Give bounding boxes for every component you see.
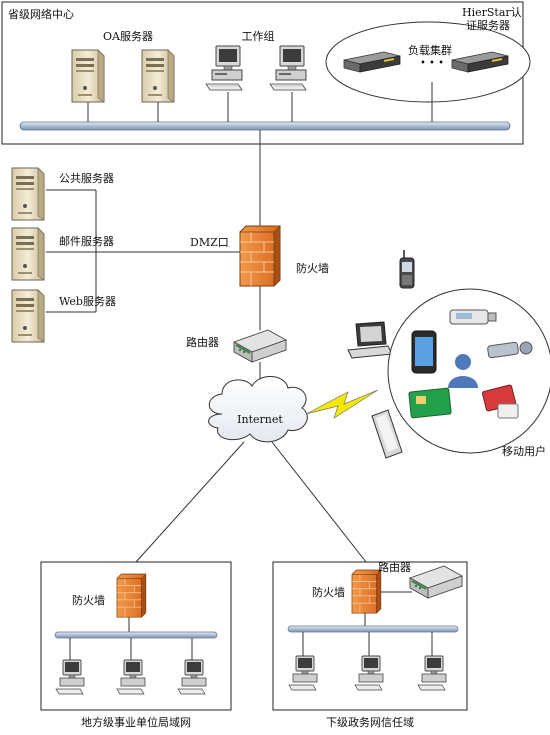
hierstar-label-line1: HierStar认 — [462, 6, 522, 19]
oa-server-2 — [141, 49, 175, 122]
load-cluster-ellipse — [325, 21, 531, 103]
lower-gov-firewall-label: 防火墙 — [312, 586, 345, 599]
internet-to-lower-gov — [271, 441, 367, 563]
local-lan-caption: 地方级事业单位局域网 — [81, 716, 191, 729]
mobile-phone-icon — [399, 250, 415, 289]
oa-server-1 — [71, 49, 105, 122]
core-firewall-label: 防火墙 — [296, 262, 329, 275]
web-server — [11, 289, 45, 343]
mobile-user-label: 移动用户 — [502, 445, 546, 458]
internet-to-local-lan — [135, 441, 245, 563]
lower-gov-router — [409, 565, 463, 599]
wireless-link-bolt — [305, 389, 379, 419]
workgroup-pc-1 — [205, 45, 243, 122]
core-firewall — [239, 225, 281, 287]
core-router-label: 路由器 — [186, 336, 219, 349]
web-server-label: Web服务器 — [59, 295, 116, 308]
laptop-icon — [347, 321, 393, 359]
center-title: 省级网络中心 — [8, 8, 74, 21]
tablet-icon — [371, 409, 403, 459]
workgroup-pc-2 — [269, 45, 307, 122]
lower-gov-pc-3 — [417, 632, 447, 691]
local-lan-pc-3 — [177, 638, 207, 695]
internet-label: Internet — [237, 413, 283, 426]
lower-gov-pc-1 — [288, 632, 318, 691]
core-router — [233, 329, 287, 363]
local-lan-pc-1 — [55, 638, 85, 695]
local-lan-box — [40, 561, 232, 711]
workgroup-label: 工作组 — [241, 30, 275, 43]
smartphone-icon — [411, 330, 437, 374]
public-server-label: 公共服务器 — [59, 172, 114, 185]
lower-gov-caption: 下级政务网信任域 — [326, 716, 414, 729]
mail-server-label: 邮件服务器 — [59, 235, 114, 248]
local-lan-firewall — [116, 573, 147, 618]
lower-gov-bus — [287, 625, 459, 633]
hierstar-label-line2: 证服务器 — [466, 19, 510, 32]
smart-card-icon — [408, 387, 452, 419]
lower-gov-router-label: 路由器 — [378, 561, 411, 574]
bank-card-icon — [481, 384, 519, 419]
local-lan-bus — [54, 631, 218, 639]
load-cluster-label: 负载集群 — [408, 44, 452, 57]
usb-key-icon — [449, 309, 497, 325]
cluster-ellipsis: • • • — [419, 58, 445, 69]
local-lan-firewall-label: 防火墙 — [72, 594, 105, 607]
oa-server-label: OA服务器 — [103, 30, 153, 43]
local-lan-pc-2 — [116, 638, 146, 695]
dmz-port-label: DMZ口 — [190, 236, 229, 249]
internet-cloud — [208, 376, 308, 443]
lower-gov-firewall — [351, 569, 382, 614]
center-bus — [19, 121, 511, 131]
mail-server — [11, 227, 45, 281]
public-server — [11, 167, 45, 221]
dmz-links — [46, 189, 240, 313]
lower-gov-box — [272, 561, 468, 711]
user-avatar-icon — [448, 354, 478, 388]
token-key-icon — [487, 341, 533, 359]
lower-gov-pc-2 — [354, 632, 384, 691]
